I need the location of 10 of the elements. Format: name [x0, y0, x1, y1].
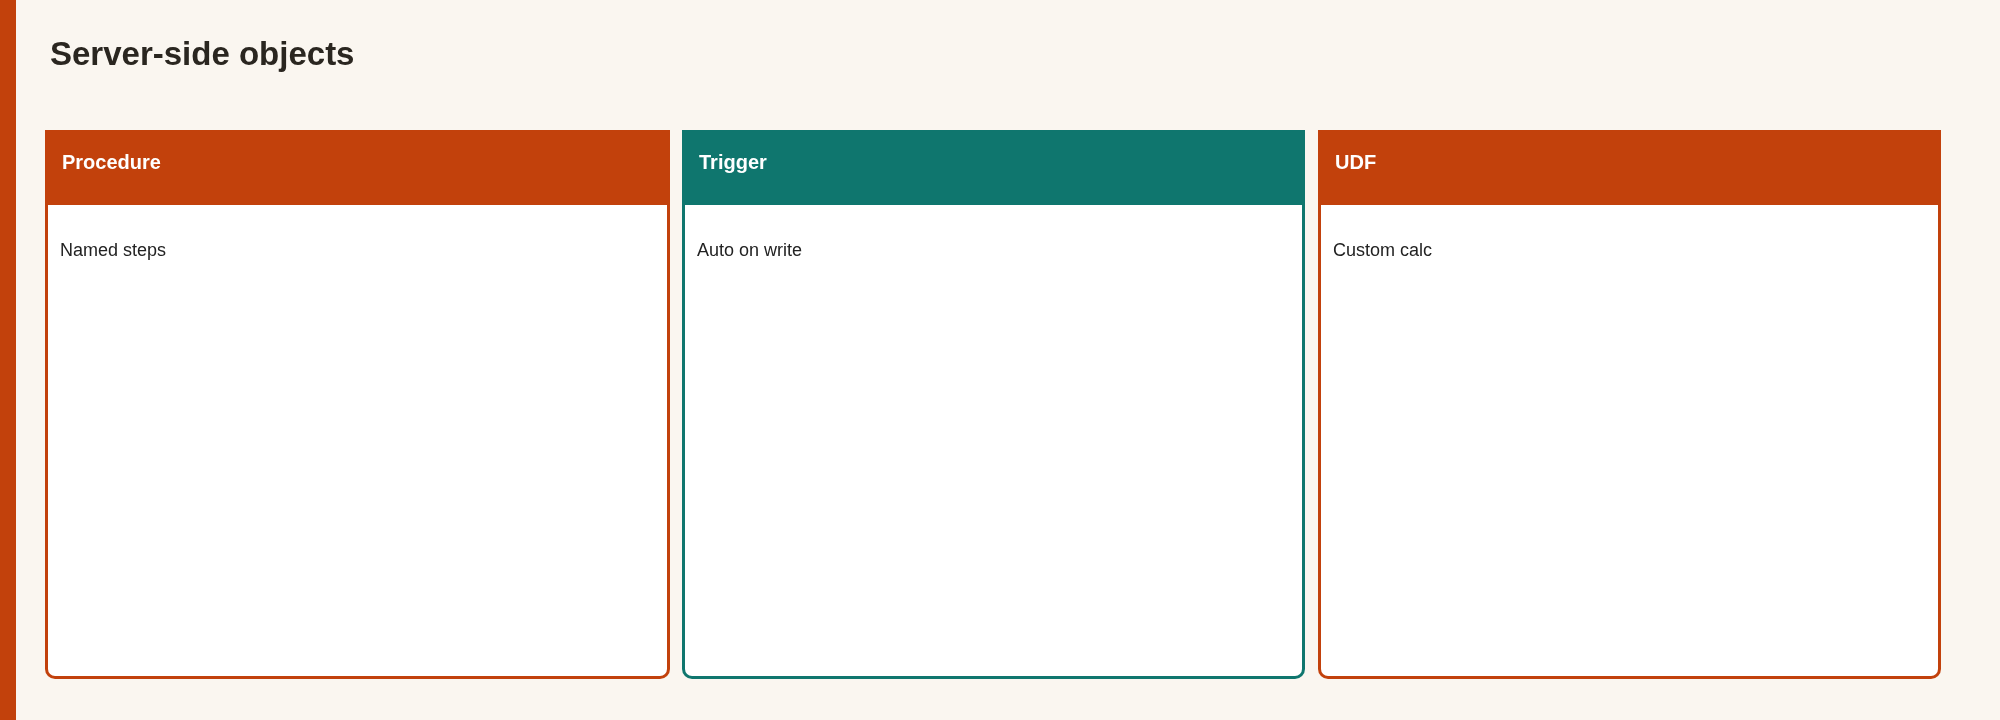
- card: [1318, 130, 1941, 679]
- card-header: Trigger: [682, 130, 1305, 205]
- card: [682, 130, 1305, 679]
- card-description: Named steps: [60, 239, 167, 262]
- card-header: UDF: [1318, 130, 1941, 205]
- card: [45, 130, 670, 679]
- card-description: Custom calc: [1333, 239, 1433, 262]
- card-description: Auto on write: [697, 239, 803, 262]
- card-header: Procedure: [45, 130, 670, 205]
- page-title: Server-side objects: [50, 34, 355, 74]
